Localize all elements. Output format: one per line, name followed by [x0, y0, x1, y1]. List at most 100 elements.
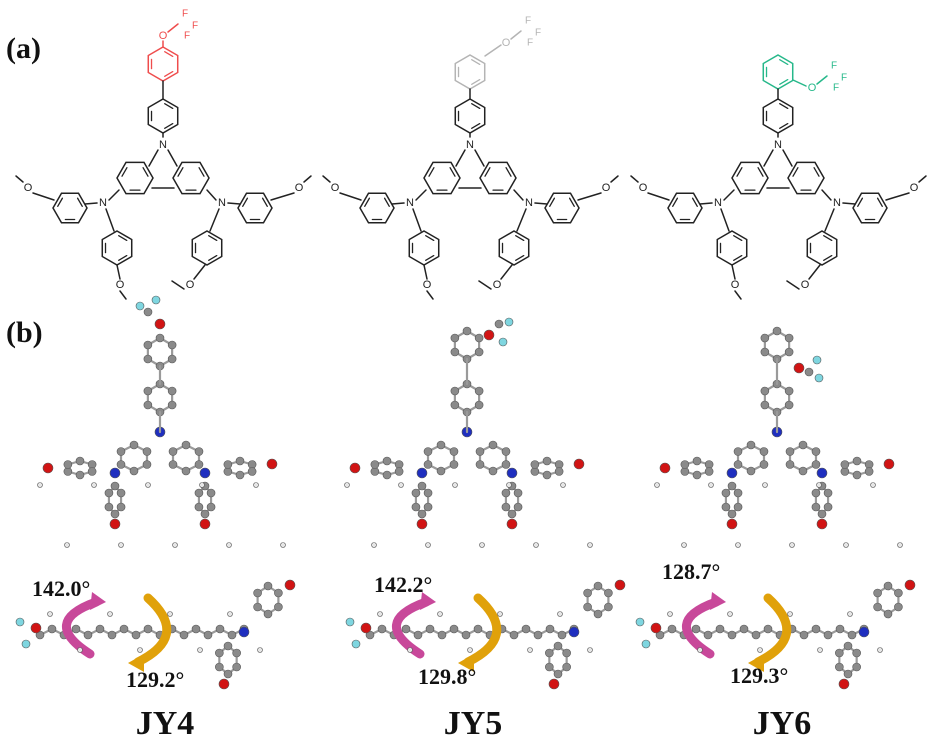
bond [118, 254, 128, 261]
carbon-atom [583, 588, 592, 598]
bond [733, 254, 743, 261]
carbon-atom [811, 460, 821, 469]
carbon-atom [119, 624, 129, 634]
carbon-atom [864, 467, 874, 476]
hydrogen-atom [227, 611, 233, 617]
phenyl-linker-ring [454, 98, 486, 134]
carbon-atom [784, 386, 794, 396]
carbon-atom [751, 630, 761, 640]
oxygen-atom [548, 678, 560, 690]
bond [167, 149, 178, 167]
bond [425, 235, 435, 242]
fluorine-atom [351, 639, 361, 649]
bond [534, 202, 548, 205]
hydrogen-atom [425, 542, 431, 548]
carbon-atom [253, 588, 262, 598]
fluorine-atom-label: F [184, 31, 190, 42]
carbon-atom [873, 588, 882, 598]
nitrogen-atom [416, 467, 428, 479]
oxygen-atom [793, 362, 805, 374]
carbon-atom [562, 662, 571, 672]
jy6-angle-top: 128.7° [662, 559, 721, 584]
bond [876, 197, 883, 207]
carbon-atom [263, 609, 273, 619]
carbon-atom [436, 466, 446, 476]
substituent-ring [147, 46, 179, 82]
carbon-atom [179, 630, 189, 640]
bond [610, 175, 619, 183]
carbon-atom [545, 662, 554, 672]
bond [736, 167, 743, 177]
bond [515, 254, 525, 261]
rotation-arrow-magenta [392, 597, 431, 659]
carbon-atom [475, 447, 485, 456]
bond [672, 197, 679, 207]
bond [515, 235, 525, 242]
carbon-atom [760, 333, 770, 343]
carbon-atom [235, 456, 245, 466]
hydrogen-atom [587, 542, 593, 548]
fluorine-atom-label: F [182, 9, 188, 20]
oxygen-atom-label: O [602, 182, 611, 194]
carbon-atom [488, 440, 498, 450]
carbon-atom [798, 440, 808, 450]
carbon-atom [223, 641, 233, 651]
hydrogen-atom [870, 482, 876, 488]
bond [792, 79, 807, 87]
carbon-atom [721, 502, 731, 512]
carbon-atom [142, 447, 152, 456]
hydrogen-atom [557, 611, 563, 617]
carbon-atom [474, 386, 484, 396]
carbon-atom [811, 447, 821, 456]
hydrogen-atom [167, 611, 173, 617]
carbon-atom [804, 367, 814, 377]
nitrogen-atom-label: N [159, 139, 167, 151]
methoxyphenyl-ring [852, 192, 888, 224]
carbon-atom [785, 447, 795, 456]
carbon-atom [784, 347, 794, 357]
bond [823, 235, 833, 242]
carbon-atom [47, 624, 57, 634]
methoxyphenyl-ring [806, 230, 838, 266]
hydrogen-atom [377, 611, 383, 617]
rotation-arrow-gold [463, 593, 502, 667]
carbon-atom [116, 488, 126, 498]
carbon-atom [167, 354, 177, 364]
carbon-atom [474, 400, 484, 410]
bond [484, 167, 491, 177]
carbon-atom [759, 447, 769, 456]
hydrogen-atom [197, 647, 203, 653]
oxygen-atom-label: O [502, 37, 511, 49]
hydrogen-atom [199, 482, 205, 488]
hydrogen-atom [787, 611, 793, 617]
carbon-atom [191, 624, 201, 634]
carbon-atom [513, 488, 523, 498]
carbon-atom [733, 447, 743, 456]
model-side-jy4 [15, 579, 296, 690]
carbon-atom [835, 648, 844, 658]
carbon-atom [798, 466, 808, 476]
bond [171, 280, 185, 290]
bond [885, 192, 910, 201]
bond [270, 192, 295, 201]
carbon-atom [704, 467, 714, 476]
carbon-atom [143, 400, 153, 410]
bond [227, 202, 241, 205]
hydrogen-atom [107, 611, 113, 617]
methoxyphenyl-ring [237, 192, 273, 224]
bond [32, 192, 55, 201]
fluorine-atom-label: F [192, 21, 198, 32]
carbon-atom [667, 624, 677, 634]
hydrogen-atom [37, 482, 43, 488]
carbazole-ring-left [731, 161, 769, 195]
bond [779, 59, 789, 66]
carbon-atom [449, 460, 459, 469]
bond [208, 254, 218, 261]
hydrogen-atom [64, 542, 70, 548]
bond [455, 149, 466, 167]
bond [364, 197, 371, 207]
carbon-atom [542, 456, 552, 466]
carbon-atom [71, 624, 81, 634]
carbon-atom [423, 488, 433, 498]
carbon-atom [116, 502, 126, 512]
